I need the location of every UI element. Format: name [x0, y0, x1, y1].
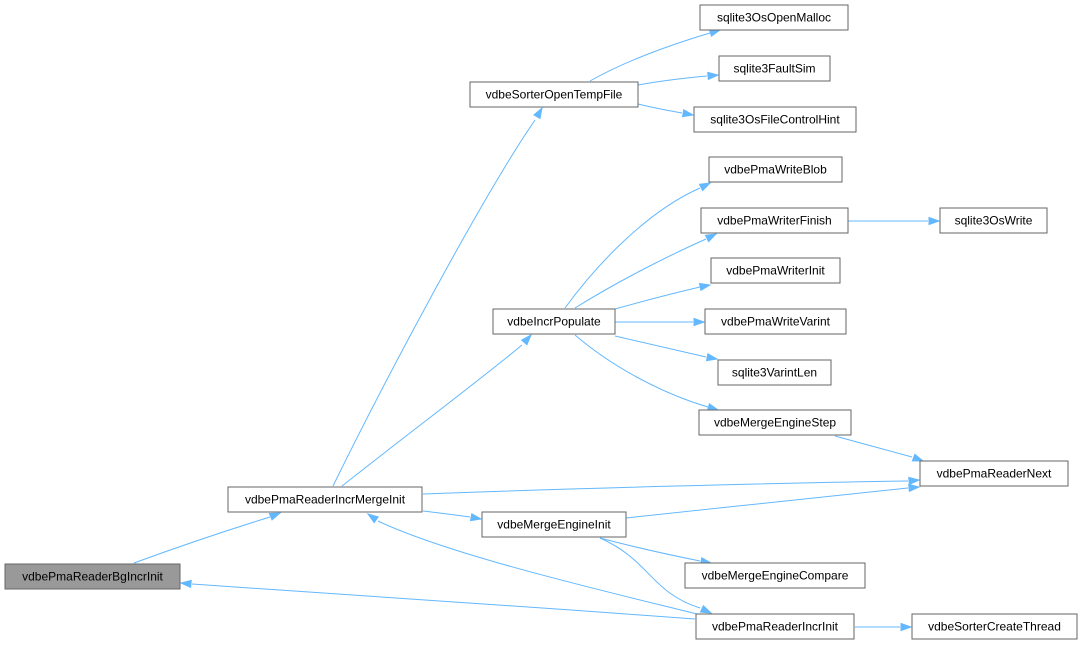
edge-vdbeIncrPopulate-to-vdbePmaWriteVarint — [615, 317, 706, 327]
svg-text:vdbeSorterCreateThread: vdbeSorterCreateThread — [928, 620, 1061, 634]
edge-vdbeMergeEngineInit-to-vdbePmaReaderNext — [625, 483, 921, 519]
edge-vdbePmaReaderIncrMergeInit-to-vdbeMergeEngineInit — [422, 510, 483, 522]
node-vdbeMergeEngineInit[interactable]: vdbeMergeEngineInit — [481, 511, 627, 538]
edge-vdbePmaReaderBgIncrInit-to-vdbePmaReaderIncrMergeInit — [133, 512, 282, 564]
svg-text:vdbePmaReaderNext: vdbePmaReaderNext — [937, 467, 1052, 481]
svg-text:vdbeMergeEngineCompare: vdbeMergeEngineCompare — [702, 569, 849, 583]
node-vdbePmaWriterInit[interactable]: vdbePmaWriterInit — [710, 257, 841, 284]
edge-vdbeIncrPopulate-to-sqlite3VarintLen — [614, 335, 719, 362]
svg-text:vdbeMergeEngineStep: vdbeMergeEngineStep — [714, 416, 836, 430]
edge-vdbeMergeEngineStep-to-vdbePmaReaderNext — [834, 435, 925, 462]
edge-vdbePmaReaderIncrMergeInit-to-vdbeSorterOpenTempFile — [332, 106, 543, 487]
edge-vdbeMergeEngineInit-to-vdbePmaReaderIncrInit — [599, 537, 713, 614]
edge-vdbeSorterOpenTempFile-to-sqlite3OsFileControlHint — [637, 103, 695, 118]
edge-vdbeIncrPopulate-to-vdbePmaWriterFinish — [574, 233, 718, 309]
node-sqlite3OsOpenMalloc[interactable]: sqlite3OsOpenMalloc — [699, 4, 849, 31]
edge-vdbePmaWriterFinish-to-sqlite3OsWrite — [848, 216, 941, 226]
svg-text:sqlite3OsWrite: sqlite3OsWrite — [955, 214, 1033, 228]
edge-vdbeIncrPopulate-to-vdbePmaWriterInit — [614, 282, 712, 310]
node-vdbePmaWriteVarint[interactable]: vdbePmaWriteVarint — [704, 308, 847, 335]
node-vdbePmaWriteBlob[interactable]: vdbePmaWriteBlob — [708, 156, 843, 183]
node-sqlite3VarintLen[interactable]: sqlite3VarintLen — [717, 359, 832, 386]
node-vdbeSorterOpenTempFile[interactable]: vdbeSorterOpenTempFile — [469, 81, 639, 108]
node-vdbePmaReaderBgIncrInit[interactable]: vdbePmaReaderBgIncrInit — [4, 563, 181, 590]
svg-text:vdbePmaReaderIncrInit: vdbePmaReaderIncrInit — [712, 620, 839, 634]
svg-text:sqlite3OsOpenMalloc: sqlite3OsOpenMalloc — [717, 11, 831, 25]
edge-vdbePmaReaderIncrInit-to-vdbeSorterCreateThread — [855, 622, 913, 632]
svg-text:sqlite3VarintLen: sqlite3VarintLen — [732, 366, 817, 380]
edge-vdbePmaReaderIncrInit-to-vdbePmaReaderIncrMergeInit — [366, 513, 698, 615]
edges — [133, 28, 941, 632]
node-vdbePmaWriterFinish[interactable]: vdbePmaWriterFinish — [700, 207, 849, 234]
svg-text:vdbePmaWriteVarint: vdbePmaWriteVarint — [721, 315, 831, 329]
edge-vdbePmaReaderIncrInit-to-vdbePmaReaderBgIncrInit — [179, 579, 696, 620]
svg-text:sqlite3OsFileControlHint: sqlite3OsFileControlHint — [710, 113, 840, 127]
edge-vdbePmaReaderIncrMergeInit-to-vdbePmaReaderNext — [422, 476, 921, 495]
node-vdbeSorterCreateThread[interactable]: vdbeSorterCreateThread — [911, 613, 1078, 640]
node-vdbeIncrPopulate[interactable]: vdbeIncrPopulate — [492, 308, 616, 335]
svg-text:vdbePmaWriterInit: vdbePmaWriterInit — [726, 264, 825, 278]
svg-text:vdbeIncrPopulate: vdbeIncrPopulate — [507, 315, 601, 329]
edge-vdbeIncrPopulate-to-vdbeMergeEngineStep — [574, 334, 720, 412]
edge-vdbeSorterOpenTempFile-to-sqlite3OsOpenMalloc — [589, 28, 722, 82]
node-vdbeMergeEngineCompare[interactable]: vdbeMergeEngineCompare — [684, 562, 866, 589]
node-sqlite3OsWrite[interactable]: sqlite3OsWrite — [939, 207, 1048, 234]
nodes: vdbePmaReaderBgIncrInit vdbePmaReaderInc… — [4, 4, 1078, 640]
edge-vdbeSorterOpenTempFile-to-sqlite3FaultSim — [637, 71, 720, 86]
edge-vdbePmaReaderIncrMergeInit-to-vdbeIncrPopulate — [341, 333, 533, 487]
node-vdbePmaReaderIncrMergeInit[interactable]: vdbePmaReaderIncrMergeInit — [227, 486, 423, 513]
node-vdbeMergeEngineStep[interactable]: vdbeMergeEngineStep — [698, 409, 852, 436]
svg-text:vdbeMergeEngineInit: vdbeMergeEngineInit — [497, 518, 611, 532]
svg-text:vdbePmaReaderBgIncrInit: vdbePmaReaderBgIncrInit — [22, 570, 163, 584]
svg-text:vdbePmaWriteBlob: vdbePmaWriteBlob — [724, 163, 827, 177]
node-vdbePmaReaderNext[interactable]: vdbePmaReaderNext — [919, 460, 1069, 487]
edge-vdbeIncrPopulate-to-vdbePmaWriteBlob — [564, 182, 712, 309]
node-sqlite3OsFileControlHint[interactable]: sqlite3OsFileControlHint — [693, 106, 857, 133]
svg-text:vdbePmaReaderIncrMergeInit: vdbePmaReaderIncrMergeInit — [245, 493, 406, 507]
svg-text:vdbePmaWriterFinish: vdbePmaWriterFinish — [717, 214, 831, 228]
node-vdbePmaReaderIncrInit[interactable]: vdbePmaReaderIncrInit — [695, 613, 855, 640]
node-sqlite3FaultSim[interactable]: sqlite3FaultSim — [718, 55, 831, 82]
svg-text:vdbeSorterOpenTempFile: vdbeSorterOpenTempFile — [486, 88, 623, 102]
svg-text:sqlite3FaultSim: sqlite3FaultSim — [733, 62, 815, 76]
edge-vdbeMergeEngineInit-to-vdbeMergeEngineCompare — [599, 537, 713, 566]
